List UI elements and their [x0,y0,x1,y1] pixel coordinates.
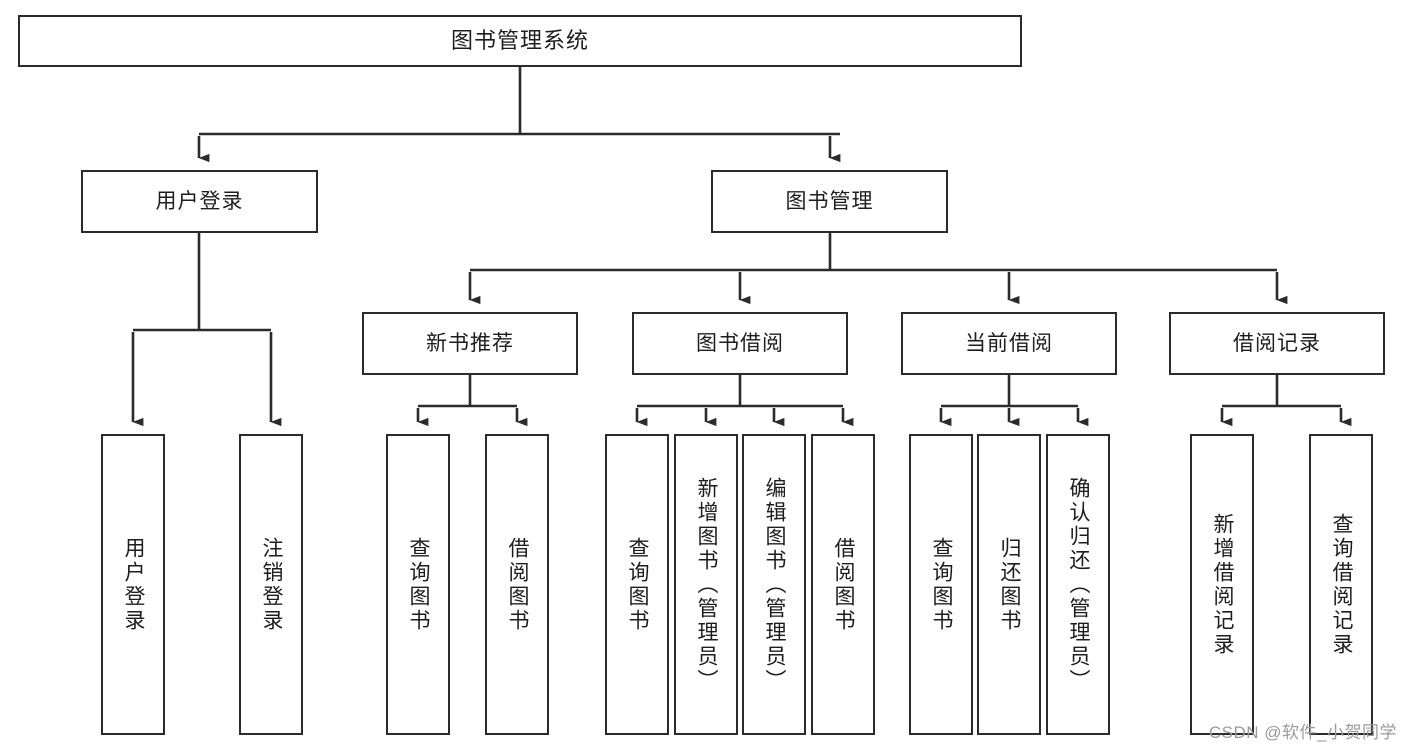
node-label: 新增借阅记录 [1211,512,1235,657]
node-label: 新书推荐 [426,331,514,355]
node-label: 编辑图书（管理员） [763,476,787,693]
node-label: 归还图书 [998,536,1022,633]
node-label: 用户登录 [155,189,244,213]
watermark-text: CSDN @软件_小贺同学 [1208,723,1397,742]
node-book-borrow[interactable]: 图书借阅 [632,312,848,375]
node-root-system[interactable]: 图书管理系统 [18,15,1022,67]
node-label: 注销登录 [260,536,284,633]
node-leaf-return-book[interactable]: 归还图书 [977,434,1041,735]
node-leaf-confirm-return[interactable]: 确认归还（管理员） [1046,434,1110,735]
node-label: 确认归还（管理员） [1067,476,1091,693]
node-label: 用户登录 [122,536,146,633]
node-label: 查询图书 [407,536,431,633]
node-leaf-edit-book[interactable]: 编辑图书（管理员） [742,434,806,735]
node-label: 查询图书 [930,536,954,633]
node-leaf-logout[interactable]: 注销登录 [239,434,303,735]
node-new-book-rec[interactable]: 新书推荐 [362,312,578,375]
node-leaf-add-book[interactable]: 新增图书（管理员） [674,434,738,735]
node-leaf-borrow-book-1[interactable]: 借阅图书 [485,434,549,735]
node-leaf-query-book-2[interactable]: 查询图书 [605,434,669,735]
node-user-login[interactable]: 用户登录 [81,170,318,233]
node-label: 图书管理 [785,189,874,213]
node-label: 图书管理系统 [450,27,589,53]
node-label: 新增图书（管理员） [695,476,719,693]
node-label: 借阅图书 [832,536,856,633]
node-borrow-record[interactable]: 借阅记录 [1169,312,1385,375]
node-label: 当前借阅 [965,331,1053,355]
node-label: 查询借阅记录 [1330,512,1354,657]
node-label: 借阅记录 [1233,331,1321,355]
node-book-manage[interactable]: 图书管理 [711,170,948,233]
node-label: 查询图书 [626,536,650,633]
node-leaf-add-record[interactable]: 新增借阅记录 [1190,434,1254,735]
node-leaf-user-login[interactable]: 用户登录 [101,434,165,735]
node-leaf-borrow-book-2[interactable]: 借阅图书 [811,434,875,735]
node-label: 借阅图书 [506,536,530,633]
node-leaf-query-record[interactable]: 查询借阅记录 [1309,434,1373,735]
node-current-borrow[interactable]: 当前借阅 [901,312,1117,375]
node-label: 图书借阅 [696,331,784,355]
node-leaf-query-book-1[interactable]: 查询图书 [386,434,450,735]
node-leaf-query-book-3[interactable]: 查询图书 [909,434,973,735]
